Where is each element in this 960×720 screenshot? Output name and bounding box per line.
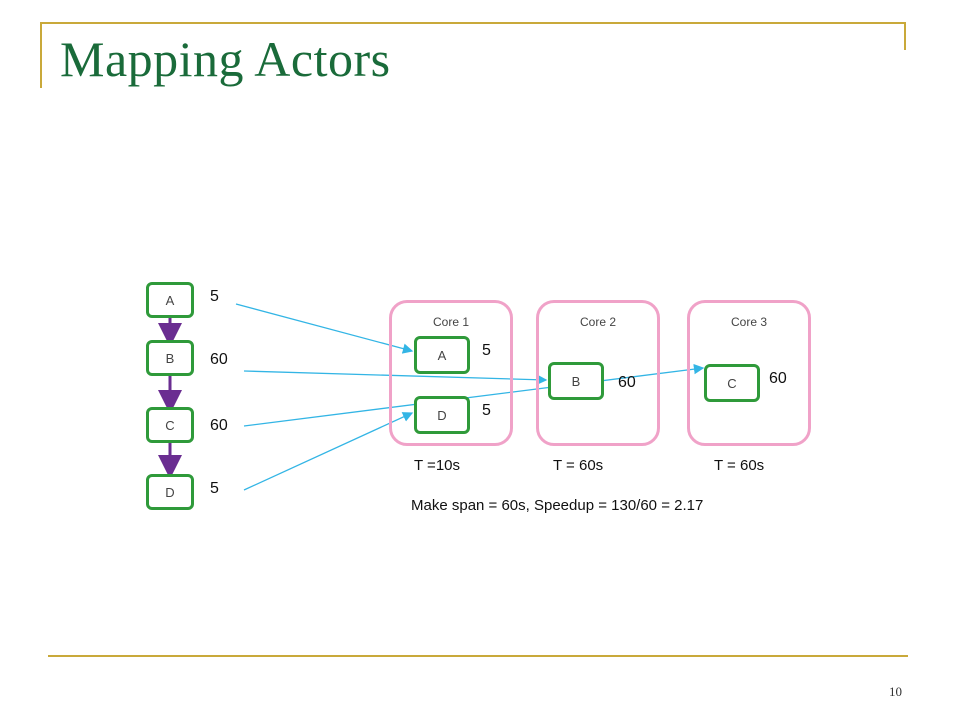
core-1-box	[389, 300, 513, 446]
weight-c: 60	[210, 417, 228, 434]
mapping-arrow-b	[243, 370, 548, 385]
actor-node-d: D	[146, 474, 194, 510]
core-1-weight-a: 5	[482, 342, 491, 359]
core-1-label: Core 1	[432, 315, 470, 329]
core-3-box	[687, 300, 811, 446]
core-2-box	[536, 300, 660, 446]
actor-node-a: A	[146, 282, 194, 318]
core-1-actor-d: D	[414, 396, 470, 434]
weight-b: 60	[210, 351, 228, 368]
core-2-label: Core 2	[579, 315, 617, 329]
core-3-weight-c: 60	[769, 370, 787, 387]
core-3-actor-c-label: C	[727, 375, 737, 391]
core-1-actor-a-label: A	[437, 347, 447, 363]
actor-node-c: C	[146, 407, 194, 443]
weight-a: 5	[210, 288, 219, 305]
actor-label-d: D	[165, 484, 175, 500]
core-2-time: T = 60s	[553, 457, 604, 474]
core-2-weight-b: 60	[618, 374, 636, 391]
frame-right-rule	[904, 22, 906, 50]
actor-label-a: A	[165, 292, 175, 308]
frame-top-rule	[40, 22, 904, 24]
core-1-weight-d: 5	[482, 402, 491, 419]
core-2-actor-b-label: B	[571, 373, 581, 389]
core-1-actor-a: A	[414, 336, 470, 374]
weight-d: 5	[210, 480, 219, 497]
core-2-actor-b: B	[548, 362, 604, 400]
mapping-arrow-d	[243, 412, 414, 491]
slide-title: Mapping Actors	[60, 31, 391, 87]
mapping-arrow-a	[235, 303, 414, 354]
actor-node-b: B	[146, 340, 194, 376]
core-3-label: Core 3	[730, 315, 768, 329]
core-3-actor-c: C	[704, 364, 760, 402]
frame-bottom-rule	[48, 655, 908, 657]
core-1-actor-d-label: D	[437, 407, 447, 423]
core-1-time: T =10s	[414, 457, 461, 474]
actor-label-b: B	[165, 350, 175, 366]
frame-left-rule	[40, 22, 42, 88]
mapping-arrow-c	[243, 363, 705, 427]
core-3-time: T = 60s	[714, 457, 765, 474]
speedup-summary: Make span = 60s, Speedup = 130/60 = 2.17	[411, 497, 704, 514]
page-number: 10	[889, 684, 902, 699]
actor-label-c: C	[165, 417, 175, 433]
